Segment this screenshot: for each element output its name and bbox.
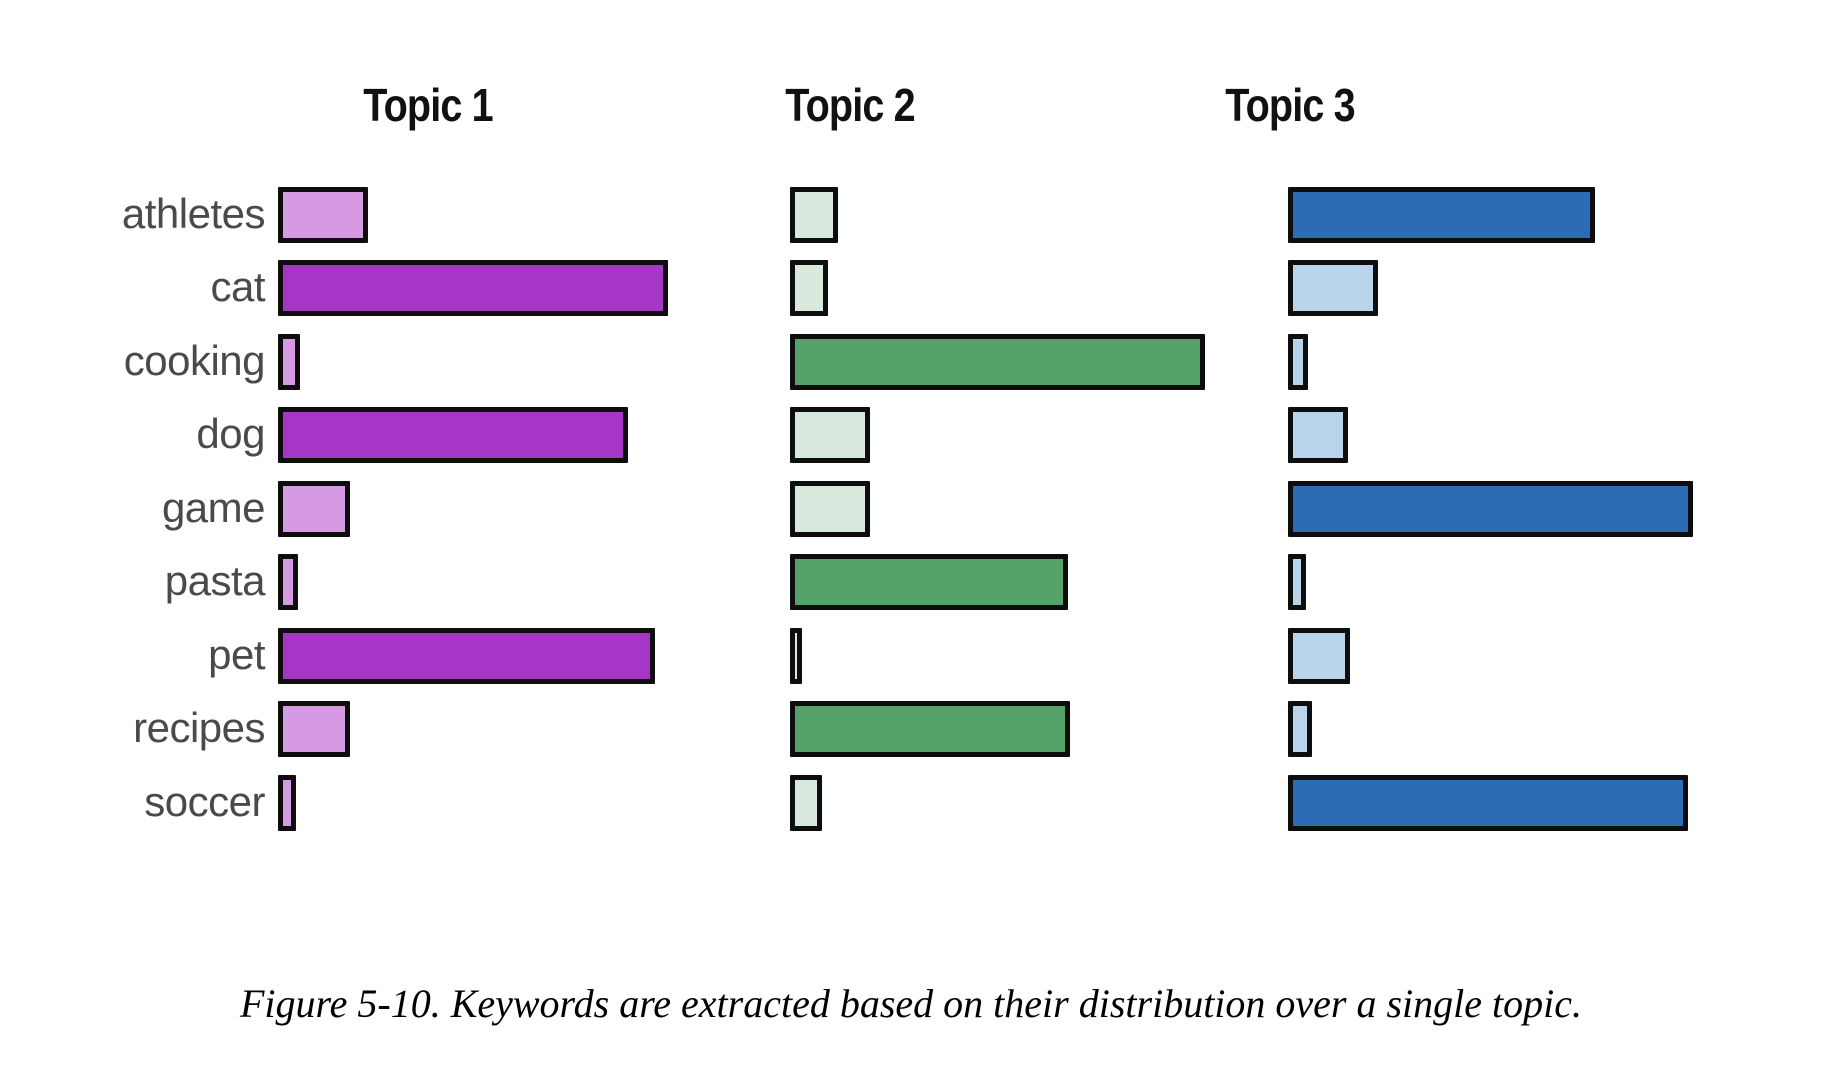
bar-topic-1-athletes [278, 186, 368, 243]
bar-row: cat [0, 252, 1822, 326]
keyword-label: game [161, 483, 266, 531]
bar-topic-2-dog [790, 407, 870, 464]
keyword-label: recipes [133, 704, 265, 752]
bar-topic-1-cat [278, 260, 668, 317]
topic-header-3: Topic 3 [1225, 79, 1355, 131]
bar-chart: athletes cat cooking dog game pasta pet recipes… [0, 178, 1822, 838]
topic-header-2: Topic 2 [785, 79, 915, 131]
bar-topic-2-athletes [790, 186, 838, 243]
bar-topic-3-pasta [1288, 554, 1306, 611]
keyword-label: pasta [164, 557, 266, 605]
bar-topic-1-recipes [278, 701, 350, 758]
keyword-label: cat [210, 263, 265, 311]
keyword-label: dog [196, 410, 265, 458]
bar-row: game [0, 472, 1822, 546]
bar-topic-3-recipes [1288, 701, 1312, 758]
bar-topic-3-game [1288, 480, 1693, 537]
bar-row: athletes [0, 178, 1822, 252]
bar-row: recipes [0, 693, 1822, 767]
bar-topic-3-pet [1288, 627, 1350, 684]
bar-row: dog [0, 399, 1822, 473]
topic-header-1: Topic 1 [363, 79, 493, 131]
bar-row: pet [0, 619, 1822, 693]
bar-topic-1-cooking [278, 333, 300, 390]
bar-topic-1-pet [278, 627, 655, 684]
bar-row: cooking [0, 325, 1822, 399]
bar-topic-3-dog [1288, 407, 1348, 464]
bar-topic-2-cat [790, 260, 828, 317]
bar-topic-2-soccer [790, 774, 822, 831]
topic-headers: Topic 1 Topic 2 Topic 3 [0, 78, 1822, 148]
keyword-label: soccer [144, 777, 265, 825]
figure-caption: Figure 5-10. Keywords are extracted base… [239, 981, 1583, 1026]
keyword-label: athletes [121, 189, 266, 237]
bar-topic-3-soccer [1288, 774, 1688, 831]
bar-topic-2-pet [790, 627, 802, 684]
bar-topic-2-game [790, 480, 870, 537]
bar-topic-1-dog [278, 407, 628, 464]
bar-row: pasta [0, 546, 1822, 620]
bar-row: soccer [0, 766, 1822, 840]
bar-topic-3-cat [1288, 260, 1378, 317]
bar-topic-2-cooking [790, 333, 1205, 390]
bar-topic-1-soccer [278, 774, 296, 831]
bar-topic-1-game [278, 480, 350, 537]
keyword-label: pet [208, 630, 265, 678]
bar-topic-1-pasta [278, 554, 298, 611]
bar-topic-2-recipes [790, 701, 1070, 758]
bar-topic-2-pasta [790, 554, 1068, 611]
keyword-label: cooking [123, 336, 266, 384]
bar-topic-3-cooking [1288, 333, 1308, 390]
bar-topic-3-athletes [1288, 186, 1595, 243]
